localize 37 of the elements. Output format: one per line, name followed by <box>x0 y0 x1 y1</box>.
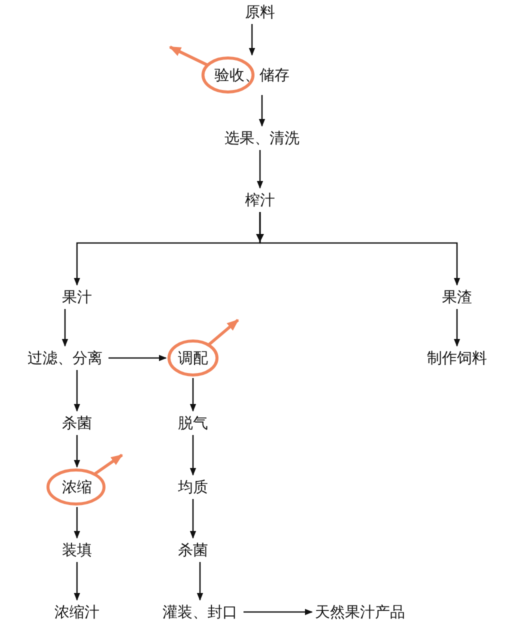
step-label: 浓缩 <box>62 478 92 496</box>
arrow <box>168 46 208 67</box>
step-label: 杀菌 <box>178 541 208 559</box>
arrow <box>74 435 80 468</box>
step-label: 制作饲料 <box>427 349 487 367</box>
arrow <box>190 378 196 412</box>
arrow <box>196 562 204 601</box>
step-label: 均质 <box>178 478 208 496</box>
arrow <box>74 370 80 412</box>
arrow <box>62 309 68 347</box>
arrow <box>454 309 460 347</box>
arrow <box>244 608 313 616</box>
arrow <box>256 150 264 189</box>
step-label: 原料 <box>245 3 275 21</box>
arrow <box>94 454 123 476</box>
step-label: 脱气 <box>178 414 208 432</box>
step-label: 过滤、分离 <box>28 349 102 367</box>
arrow <box>190 435 196 476</box>
arrow <box>190 499 196 539</box>
step-label: 果渣 <box>442 288 472 306</box>
arrow <box>108 354 167 362</box>
step-label: 榨汁 <box>245 191 275 209</box>
step-label: 选果、清洗 <box>224 129 300 147</box>
arrow <box>74 507 80 539</box>
step-label: 天然果汁产品 <box>315 603 405 621</box>
step-label: 装填 <box>62 541 92 559</box>
step-label: 果汁 <box>62 288 92 306</box>
step-label: 验收、储存 <box>214 66 290 84</box>
step-label: 杀菌 <box>62 414 92 432</box>
step-label: 灌装、封口 <box>162 603 238 621</box>
arrow <box>259 212 460 286</box>
step-label: 浓缩汁 <box>54 603 100 621</box>
arrow <box>74 562 80 601</box>
step-label: 调配 <box>178 349 208 367</box>
arrow <box>207 318 239 346</box>
arrow <box>258 95 266 127</box>
arrow <box>248 24 256 56</box>
